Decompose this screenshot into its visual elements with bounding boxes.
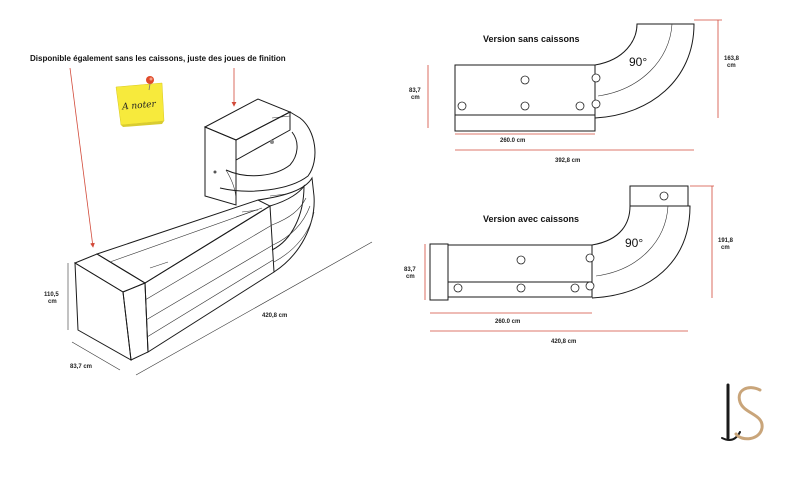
persp-depth-label: 83,7 cm (70, 364, 92, 370)
avec-angle: 90° (625, 236, 643, 250)
desk-perspective (73, 98, 316, 361)
sans-right-height-l1: 163,8 (724, 56, 740, 62)
sans-right-height-l2: cm (727, 63, 736, 69)
sans-total-length: 392,8 cm (555, 158, 580, 164)
pushpin-icon (146, 76, 154, 91)
plan-avec-caissons: Version avec caissons 90° 83,7 cm 260.0 … (404, 185, 735, 345)
avec-left-height-l2: cm (406, 274, 415, 280)
persp-length-label: 420,8 cm (262, 313, 287, 319)
sans-left-height: 83,7 cm (409, 88, 422, 101)
sans-right-height: 163,8 cm (724, 56, 741, 69)
persp-height-l1: 110,5 (44, 292, 59, 298)
avec-right-height: 191,8 cm (718, 238, 735, 251)
avec-total-length: 420,8 cm (551, 339, 576, 345)
note-text: Disponible également sans les caissons, … (30, 54, 286, 63)
persp-depth-line (71, 341, 121, 371)
plan-sans-caissons: Version sans caissons 90° 83,7 cm 260.0 … (409, 19, 741, 164)
sans-left-height-l1: 83,7 (409, 88, 421, 94)
postit-text: A noter (121, 100, 157, 113)
avec-left-height-l1: 83,7 (404, 267, 416, 273)
avec-right-height-l1: 191,8 (718, 238, 734, 244)
avec-title: Version avec caissons (483, 214, 579, 224)
persp-height-l2: cm (48, 299, 57, 305)
sans-title: Version sans caissons (483, 34, 580, 44)
postit-note: A noter (115, 76, 165, 127)
sans-angle: 90° (629, 55, 647, 69)
persp-length-line (135, 241, 373, 376)
avec-left-height: 83,7 cm (404, 267, 417, 280)
brand-logo (721, 383, 764, 441)
avec-right-height-l2: cm (721, 245, 730, 251)
persp-height-label: 110,5 cm (44, 292, 60, 305)
avec-straight-length: 260.0 cm (495, 319, 520, 325)
sans-straight-length: 260.0 cm (500, 138, 525, 144)
note-arrow-left (69, 67, 95, 248)
sans-left-height-l2: cm (411, 95, 420, 101)
